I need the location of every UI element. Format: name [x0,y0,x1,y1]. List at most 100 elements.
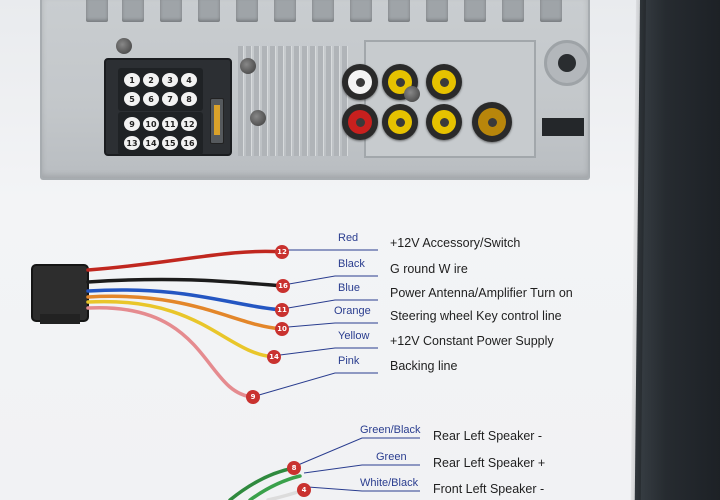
iso-pin: 8 [181,92,197,106]
wire-function: Steering wheel Key control line [390,309,562,323]
wire-color-name: Red [338,232,359,244]
iso-pin: 3 [162,73,178,87]
screw [240,58,256,74]
heat-sink-fin [342,46,348,156]
heat-sink-fin [262,46,268,156]
pin-number-badge: 8 [287,461,301,475]
fuse [210,98,224,144]
screw [250,110,266,126]
vent-slot [86,0,108,22]
leader-line [303,464,420,474]
pin-number-badge: 12 [275,245,289,259]
iso-pin: 16 [181,136,197,150]
heat-sink-fin [246,46,252,156]
iso-pin: 11 [162,117,178,131]
leader-line [287,322,378,328]
rca-jack [382,104,418,140]
heat-sink-fin [294,46,300,156]
pin-number-badge: 16 [276,279,290,293]
leader-line [287,299,378,309]
iso-pin: 5 [124,92,140,106]
wire-function: Rear Left Speaker - [433,429,543,443]
iso-pin: 12 [181,117,197,131]
wire-function: G round W ire [390,262,468,276]
wiring-diagram [31,249,420,500]
heat-sink-fin [326,46,332,156]
vent-slot [388,0,410,22]
wire-orange [86,294,284,331]
heat-sink-fin [278,46,284,156]
iso-pin: 7 [162,92,178,106]
rca-jack [426,104,462,140]
vent-slot [350,0,372,22]
iso-pin: 9 [124,117,140,131]
rca-jack [382,64,418,100]
wire-color-name: Orange [334,305,371,317]
wire-function: +12V Constant Power Supply [390,334,554,348]
iso-pin: 1 [124,73,140,87]
iso-pin: 14 [143,136,159,150]
vent-slot [540,0,562,22]
leader-line [307,486,420,492]
iso-pin: 4 [181,73,197,87]
antenna-socket [544,40,590,86]
screw [116,38,132,54]
rca-jack [426,64,462,100]
wire-color-name: White/Black [360,477,419,489]
leader-line [288,275,378,285]
leader-line [279,347,378,356]
heat-sink-fin [286,46,292,156]
vent-slot [236,0,258,22]
heat-sink-fin [318,46,324,156]
heat-sink-fin [270,46,276,156]
wire-pink [86,306,255,399]
wire-color-name: Green/Black [360,424,421,436]
wire-color-name: Green [376,451,407,463]
wire-blue [86,288,284,312]
vent-slot [312,0,334,22]
connector-latch [40,314,80,324]
vent-slot [502,0,524,22]
iso-pin: 6 [143,92,159,106]
leader-line [297,437,420,466]
rca-jack [342,104,378,140]
pin-number-badge: 9 [246,390,260,404]
wire-function: Front Left Speaker - [433,482,545,496]
pin-number-badge: 4 [297,483,311,497]
pin-number-badge: 11 [275,303,289,317]
vent-slot [426,0,448,22]
pin-number-badge: 10 [275,322,289,336]
iso-pin: 2 [143,73,159,87]
vent-slot [464,0,486,22]
vent-slot [198,0,220,22]
wire-function: +12V Accessory/Switch [390,236,521,250]
wire-function: Rear Left Speaker + [433,456,546,470]
wire-function: Backing line [390,359,458,373]
vent-slot [122,0,144,22]
wire-black [86,277,285,288]
leader-line [258,372,378,396]
speaker-wire [248,474,302,500]
iso-pin: 13 [124,136,140,150]
wire-red [86,249,284,272]
heat-sink-fin [302,46,308,156]
wire-yellow [86,299,276,359]
iso-pin: 10 [143,117,159,131]
heat-sink-fin [334,46,340,156]
screw [404,86,420,102]
av-input-jack [472,102,512,142]
rca-jack [342,64,378,100]
vent-slot [274,0,296,22]
iso-pin: 15 [162,136,178,150]
heat-sink-fin [310,46,316,156]
wire-function: Power Antenna/Amplifier Turn on [390,286,573,300]
pin-number-badge: 14 [267,350,281,364]
heat-sink-fin [254,46,260,156]
wire-color-name: Black [338,258,365,270]
wire-color-name: Pink [338,355,360,367]
power-connector-plug [31,264,89,322]
